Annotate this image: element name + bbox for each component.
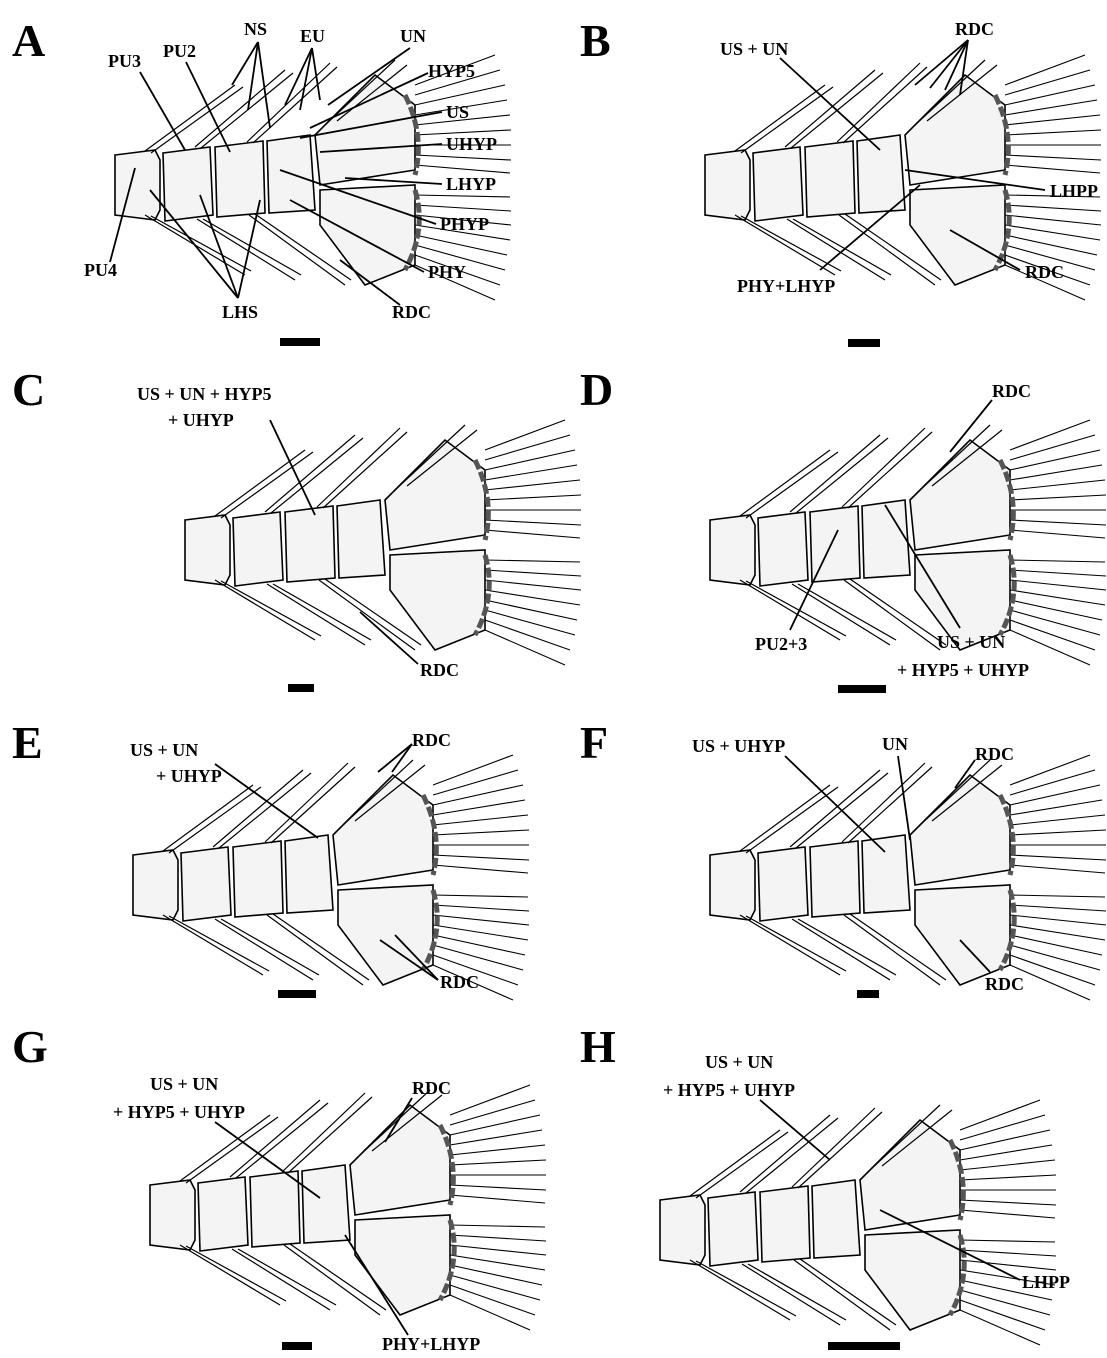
panel-h: H US + UN + HYP5 + UHYP LHPP — [580, 1021, 1070, 1350]
scale-bar-a — [280, 338, 320, 346]
scale-bar-b — [848, 339, 880, 347]
panel-letter-d: D — [580, 364, 613, 415]
label-g-line1: US + UN — [150, 1074, 218, 1094]
label-a-phy: PHY — [428, 262, 466, 282]
scale-bar-e — [278, 990, 316, 998]
label-b-lhpp: LHPP — [1050, 181, 1098, 201]
panel-letter-g: G — [12, 1021, 48, 1072]
label-g-line2: + HYP5 + UHYP — [113, 1102, 245, 1122]
label-a-lhs: LHS — [222, 302, 258, 322]
label-b-phy-lhyp: PHY+LHYP — [737, 276, 835, 296]
label-e-line1: US + UN — [130, 740, 198, 760]
panel-letter-b: B — [580, 15, 611, 66]
label-e-rdc-bottom: RDC — [440, 972, 479, 992]
panel-f: F US + UHYP UN RDC RDC — [580, 717, 1106, 1000]
label-f-un: UN — [882, 734, 908, 754]
label-h-lhpp: LHPP — [1022, 1272, 1070, 1292]
panel-c: C US + UN + HYP5 + UHYP RDC — [12, 364, 581, 692]
label-a-pu4: PU4 — [84, 260, 117, 280]
label-a-uhyp: UHYP — [446, 134, 497, 154]
label-d-line1: US + UN — [937, 632, 1005, 652]
label-a-rdc: RDC — [392, 302, 431, 322]
panel-d: D RDC PU2+3 US + UN + HYP5 + UHYP — [580, 364, 1106, 693]
scale-bar-c — [288, 684, 314, 692]
label-e-rdc-top: RDC — [412, 730, 451, 750]
label-c-line2: + UHYP — [168, 410, 234, 430]
label-d-rdc: RDC — [992, 381, 1031, 401]
label-d-line2: + HYP5 + UHYP — [897, 660, 1029, 680]
label-a-us: US — [446, 102, 469, 122]
scale-bar-g — [282, 1342, 312, 1350]
label-c-line1: US + UN + HYP5 — [137, 384, 272, 404]
scale-bar-h — [828, 1342, 900, 1350]
label-a-un: UN — [400, 26, 426, 46]
scale-bar-f — [857, 990, 879, 998]
scale-bar-d — [838, 685, 886, 693]
label-h-line2: + HYP5 + UHYP — [663, 1080, 795, 1100]
panel-b: B RDC US + UN LHPP PHY+LHYP RDC — [580, 15, 1101, 347]
panel-letter-f: F — [580, 717, 608, 768]
label-c-rdc: RDC — [420, 660, 459, 680]
caudal-skeleton-h — [660, 1100, 1056, 1345]
label-f-rdc-bottom: RDC — [985, 974, 1024, 994]
label-f-rdc-top: RDC — [975, 744, 1014, 764]
label-b-rdc-top: RDC — [955, 19, 994, 39]
panel-letter-h: H — [580, 1021, 616, 1072]
label-a-pu2: PU2 — [163, 41, 196, 61]
label-a-eu: EU — [300, 26, 325, 46]
panel-letter-e: E — [12, 717, 43, 768]
label-a-hyp5: HYP5 — [428, 61, 475, 81]
caudal-skeleton-c — [185, 420, 581, 665]
label-e-line2: + UHYP — [156, 766, 222, 786]
label-g-rdc: RDC — [412, 1078, 451, 1098]
label-b-rdc-bottom: RDC — [1025, 262, 1064, 282]
panel-letter-c: C — [12, 364, 45, 415]
panel-e: E US + UN + UHYP RDC RDC — [12, 717, 529, 1000]
panel-g: G US + UN + HYP5 + UHYP RDC PHY+LHYP — [12, 1021, 546, 1354]
panel-a: A NS EU UN PU3 PU2 HYP5 US UHYP LHYP PHY… — [12, 15, 511, 346]
label-f-us-uhyp: US + UHYP — [692, 736, 785, 756]
label-a-lhyp: LHYP — [446, 174, 496, 194]
panel-letter-a: A — [12, 15, 45, 66]
label-d-pu23: PU2+3 — [755, 634, 807, 654]
label-a-pu3: PU3 — [108, 51, 141, 71]
label-a-ns: NS — [244, 19, 267, 39]
label-b-us-un: US + UN — [720, 39, 788, 59]
caudal-skeleton-f — [710, 755, 1106, 1000]
label-g-phy-lhyp: PHY+LHYP — [382, 1334, 480, 1354]
caudal-skeleton-e — [133, 755, 529, 1000]
label-h-line1: US + UN — [705, 1052, 773, 1072]
label-a-phyp: PHYP — [440, 214, 489, 234]
